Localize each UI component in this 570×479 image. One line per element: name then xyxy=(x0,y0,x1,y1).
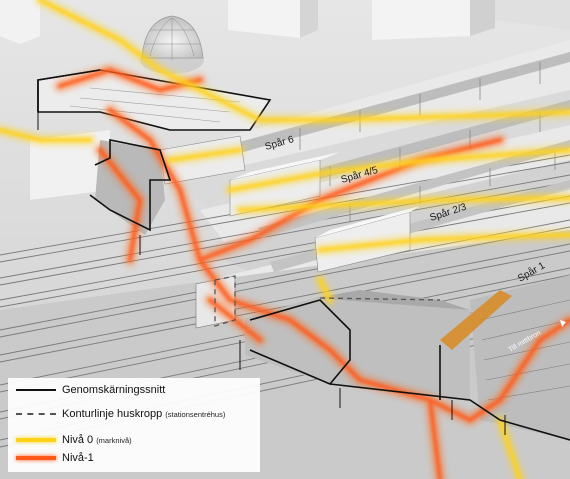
legend-section-line-icon xyxy=(16,389,56,391)
legend-level-minus1-icon xyxy=(16,456,56,460)
section-drop-lines xyxy=(37,112,506,435)
section-cut-lines xyxy=(37,69,570,441)
legend-label: Nivå 0 xyxy=(62,434,94,446)
legend-item-section: Genomskärningssnitt xyxy=(16,384,165,396)
legend-item-level-minus1: Nivå-1 xyxy=(16,452,94,464)
glass-dome xyxy=(140,15,204,74)
contour-lines xyxy=(214,275,441,327)
legend-label: Nivå-1 xyxy=(62,452,94,464)
legend-label: Konturlinje huskropp xyxy=(62,408,163,420)
legend-note: (marknivå) xyxy=(96,435,132,445)
legend-level0-icon xyxy=(16,438,56,442)
legend-note: (stationsentréhus) xyxy=(165,409,226,419)
legend-item-contour: Konturlinje huskropp (stationsentréhus) xyxy=(16,408,225,420)
direction-arrow-icon xyxy=(560,320,566,327)
legend-label: Genomskärningssnitt xyxy=(62,384,166,396)
city-buildings xyxy=(0,0,570,44)
legend-contour-line-icon xyxy=(16,413,56,415)
legend: Genomskärningssnitt Konturlinje huskropp… xyxy=(8,378,260,472)
legend-item-level0: Nivå 0 (marknivå) xyxy=(16,434,132,446)
